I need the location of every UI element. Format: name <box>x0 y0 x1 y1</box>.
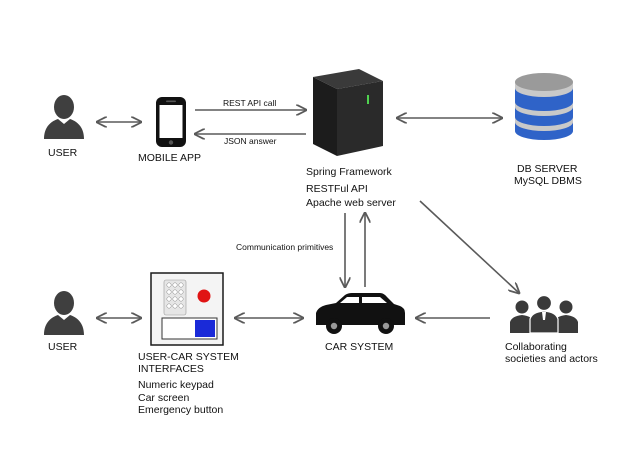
database-icon <box>515 73 573 140</box>
server-label-3: Apache web server <box>306 197 396 209</box>
user-bottom-icon <box>44 291 84 335</box>
server-label-2: RESTFul API <box>306 183 368 195</box>
interfaces-item-keypad: Numeric keypad <box>138 379 214 391</box>
db-label-2: MySQL DBMS <box>514 175 582 187</box>
server-label-1: Spring Framework <box>306 166 392 178</box>
emergency-button-icon <box>197 289 211 303</box>
car-system-label: CAR SYSTEM <box>325 341 394 353</box>
car-icon <box>316 293 405 334</box>
arrow-server-collab <box>419 200 519 293</box>
user-top-icon <box>44 95 84 139</box>
smartphone-icon <box>156 97 186 147</box>
server-tower-icon <box>313 69 383 156</box>
user-bottom-label: USER <box>48 341 78 353</box>
car-screen-icon <box>195 320 215 337</box>
control-panel-icon <box>150 272 224 346</box>
interfaces-title-2: INTERFACES <box>138 363 204 375</box>
mobile-app-label: MOBILE APP <box>138 152 202 164</box>
interfaces-title-1: USER-CAR SYSTEM <box>138 351 239 363</box>
user-top-label: USER <box>48 147 78 159</box>
collab-label-2: societies and actors <box>505 353 598 365</box>
json-answer-label: JSON answer <box>224 136 277 146</box>
db-label-1: DB SERVER <box>517 163 578 175</box>
collab-label-1: Collaborating <box>505 341 567 353</box>
interfaces-item-screen: Car screen <box>138 392 190 404</box>
interfaces-item-emergency: Emergency button <box>138 404 224 416</box>
collaborators-group-icon <box>510 294 578 334</box>
rest-call-label: REST API call <box>223 98 277 108</box>
comm-primitives-label: Communication primitives <box>236 242 334 252</box>
